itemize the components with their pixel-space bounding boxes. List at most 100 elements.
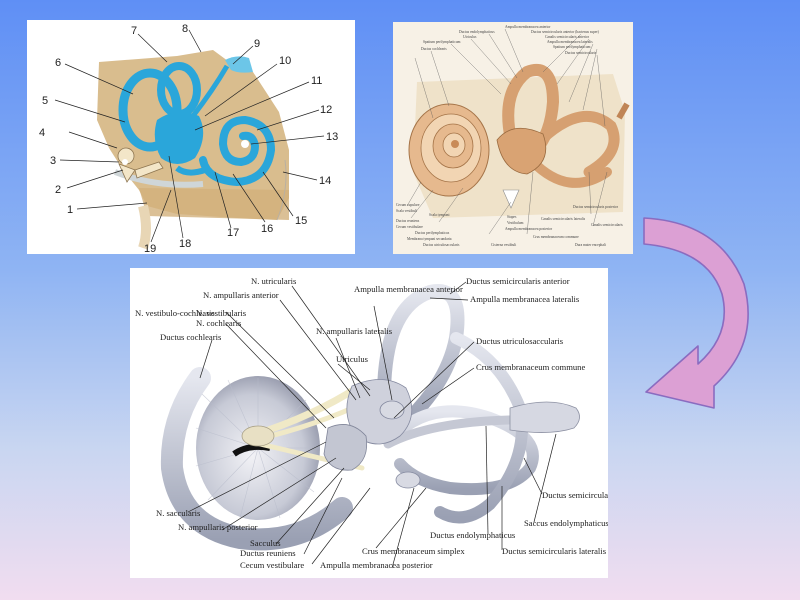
- ductus-semicircularis-anterior-shape: [376, 284, 465, 425]
- label-ductus-cochlearis: Ductus cochlearis: [160, 332, 222, 342]
- label-n-saccularis: N. saccularis: [156, 508, 201, 518]
- cochlea-illustration: [408, 103, 490, 197]
- label-ductus-semicircularis: Ductus semicircularis: [565, 51, 597, 55]
- stapes-illustration: [502, 189, 520, 209]
- label-dura-mater-encephali: Dura mater encephali: [575, 243, 606, 247]
- label-14: 14: [319, 175, 331, 187]
- cochlea-apex: [241, 140, 249, 148]
- ductus-reuniens: [175, 165, 206, 176]
- label-8: 8: [182, 23, 188, 35]
- label-ampulla-membranacea-posterior: Ampulla membranacea posterior: [505, 227, 553, 231]
- vestibule-illustration: [496, 127, 547, 175]
- label-ductus-perilymphaticus: Ductus perilymphaticus: [415, 231, 450, 235]
- label-spatium-perilymphaticum-2: Spatium perilymphaticum: [553, 45, 591, 49]
- utriculus-shape: [346, 379, 413, 445]
- label-cisterna-vestibuli: Cisterna vestibuli: [491, 243, 516, 247]
- label-4: 4: [39, 127, 45, 139]
- ductus-cochlearis-shape: [160, 367, 353, 551]
- label-n-vestibulo-cochlearis: N. vestibulo-cochlearis: [135, 308, 215, 318]
- label-n-ampullaris-lateralis: N. ampullaris lateralis: [316, 326, 393, 336]
- label-cecum-cupulare: Cecum cupulare: [396, 203, 420, 207]
- nerve-trunk: [241, 425, 275, 447]
- label-ductus-endolymphaticus: Ductus endolymphaticus: [430, 530, 516, 540]
- label-19: 19: [144, 243, 156, 254]
- label-17: 17: [227, 227, 239, 239]
- label-vestibulum: Vestibulum: [507, 221, 524, 225]
- label-canalis-semicircularis-anterior: Canalis semicircularis anterior: [545, 35, 590, 39]
- ductus-endolymphaticus-shape: [383, 415, 515, 449]
- label-ductus-semicircularis-anterior: Ductus semicircularis anterior (hactenus…: [531, 30, 600, 34]
- label-12: 12: [320, 104, 332, 116]
- label-ductus-semicircularis-anterior: Ductus semicircularis anterior: [466, 276, 570, 286]
- anatomical-illustration: Ampulla membranacea anterior Ductus endo…: [396, 25, 630, 247]
- label-utriculus: Utriculus: [463, 35, 477, 39]
- label-6: 6: [55, 57, 61, 69]
- label-crus-membranaceum-commune: Crus membranaceum commune: [533, 235, 579, 239]
- label-crus-membranaceum-simplex: Crus membranaceum simplex: [362, 546, 465, 556]
- label-13: 13: [326, 131, 338, 143]
- label-spatium-perilymphaticum: Spatium perilymphaticum: [423, 40, 461, 44]
- label-saccus-endolymphaticus: Saccus endolymphaticus: [524, 518, 608, 528]
- label-n-ampullaris-posterior: N. ampullaris posterior: [178, 522, 258, 532]
- label-ampulla-membranacea-posterior: Ampulla membranacea posterior: [320, 560, 433, 570]
- label-10: 10: [279, 55, 291, 67]
- label-2: 2: [55, 184, 61, 196]
- label-canalis-semicircularis: Canalis semicircularis: [591, 223, 623, 227]
- label-ductus-semicircularis-posterior: Ductus semicircularis posterior: [573, 205, 619, 209]
- label-scala-vestibuli: Scala vestibuli: [396, 209, 417, 213]
- endolymphatic-duct: [191, 64, 230, 118]
- label-n-cochlearis: N. cochlearis: [196, 318, 242, 328]
- label-canalis-semicircularis-lateralis: Canalis semicircularis lateralis: [541, 217, 586, 221]
- membranous-labyrinth-panel: N. utricularis N. ampullaris anterior N.…: [130, 268, 608, 578]
- label-ampulla-membranacea-anterior: Ampulla membranacea anterior: [354, 284, 463, 294]
- label-15: 15: [295, 215, 307, 227]
- curved-arrow-shape: [643, 217, 749, 409]
- label-7: 7: [131, 25, 137, 37]
- ductus-semicircularis-lateralis-shape: [386, 405, 539, 496]
- label-sacculus: Sacculus: [250, 538, 281, 548]
- vestibule: [154, 111, 204, 164]
- label-ampulla-membranacea-lateralis: Ampulla membranacea lateralis: [547, 40, 593, 44]
- label-cecum-vestibulare: Cecum vestibulare: [240, 560, 304, 570]
- label-n-ampullaris-anterior: N. ampullaris anterior: [203, 290, 279, 300]
- label-ductus-reuniens: Ductus reuniens: [240, 548, 296, 558]
- semicircular-canals-illustration: [502, 64, 620, 188]
- label-ductus-semicircularis-posterior: Ductus semicircularis posterior: [542, 490, 608, 500]
- label-ampulla-membranacea-lateralis: Ampulla membranacea lateralis: [470, 294, 580, 304]
- ampulla-anterior-shape: [379, 400, 405, 420]
- label-ampulla-membranacea-anterior: Ampulla membranacea anterior: [505, 25, 551, 29]
- schematic-diagram: 1 2 3 4 5 6 7 8 9 10 11 12 13 14 15 16 1…: [39, 23, 338, 254]
- saccus-endolymphaticus-shape: [509, 401, 580, 433]
- bone-lower-strip: [139, 188, 289, 220]
- endolymphatic-sac: [225, 56, 253, 73]
- anatomical-illustration-panel: Ampulla membranacea anterior Ductus endo…: [393, 22, 633, 254]
- ductus-semicircularis-posterior-shape: [434, 332, 528, 524]
- ampulla-posterior-shape: [395, 471, 421, 489]
- label-11: 11: [311, 75, 322, 87]
- sacculus-shape: [323, 424, 368, 471]
- label-ductus-semicircularis-lateralis: Ductus semicircularis lateralis: [502, 546, 607, 556]
- tube: [138, 204, 151, 250]
- label-n-utricularis: N. utricularis: [251, 276, 297, 286]
- label-18: 18: [179, 238, 191, 250]
- label-membrana-tympani-secundaria: Membrana tympani secundaria: [407, 237, 452, 241]
- label-ductus-endolymphaticus: Ductus endolymphaticus: [459, 30, 495, 34]
- label-9: 9: [254, 38, 260, 50]
- label-stapes: Stapes: [507, 215, 517, 219]
- label-n-vestibularis: N. vestibularis: [196, 308, 247, 318]
- label-scala-tympani: Scala tympani: [429, 213, 449, 217]
- label-utriculus: Utriculus: [336, 354, 369, 364]
- cochlea-spiral: [199, 115, 276, 187]
- label-cecum-vestibulare: Cecum vestibulare: [396, 225, 423, 229]
- round-window: [122, 159, 128, 165]
- label-ductus-utriculosaccularis: Ductus utriculosaccularis: [423, 243, 460, 247]
- label-5: 5: [42, 95, 48, 107]
- label-16: 16: [261, 223, 273, 235]
- label-3: 3: [50, 155, 56, 167]
- label-ductus-cochlearis: Ductus cochlearis: [421, 47, 447, 51]
- curved-arrow: [643, 217, 749, 409]
- label-ductus-reuniens: Ductus reuniens: [396, 219, 420, 223]
- schematic-diagram-panel: 1 2 3 4 5 6 7 8 9 10 11 12 13 14 15 16 1…: [27, 20, 355, 254]
- label-1: 1: [67, 204, 73, 216]
- label-crus-membranaceum-commune: Crus membranaceum commune: [476, 362, 585, 372]
